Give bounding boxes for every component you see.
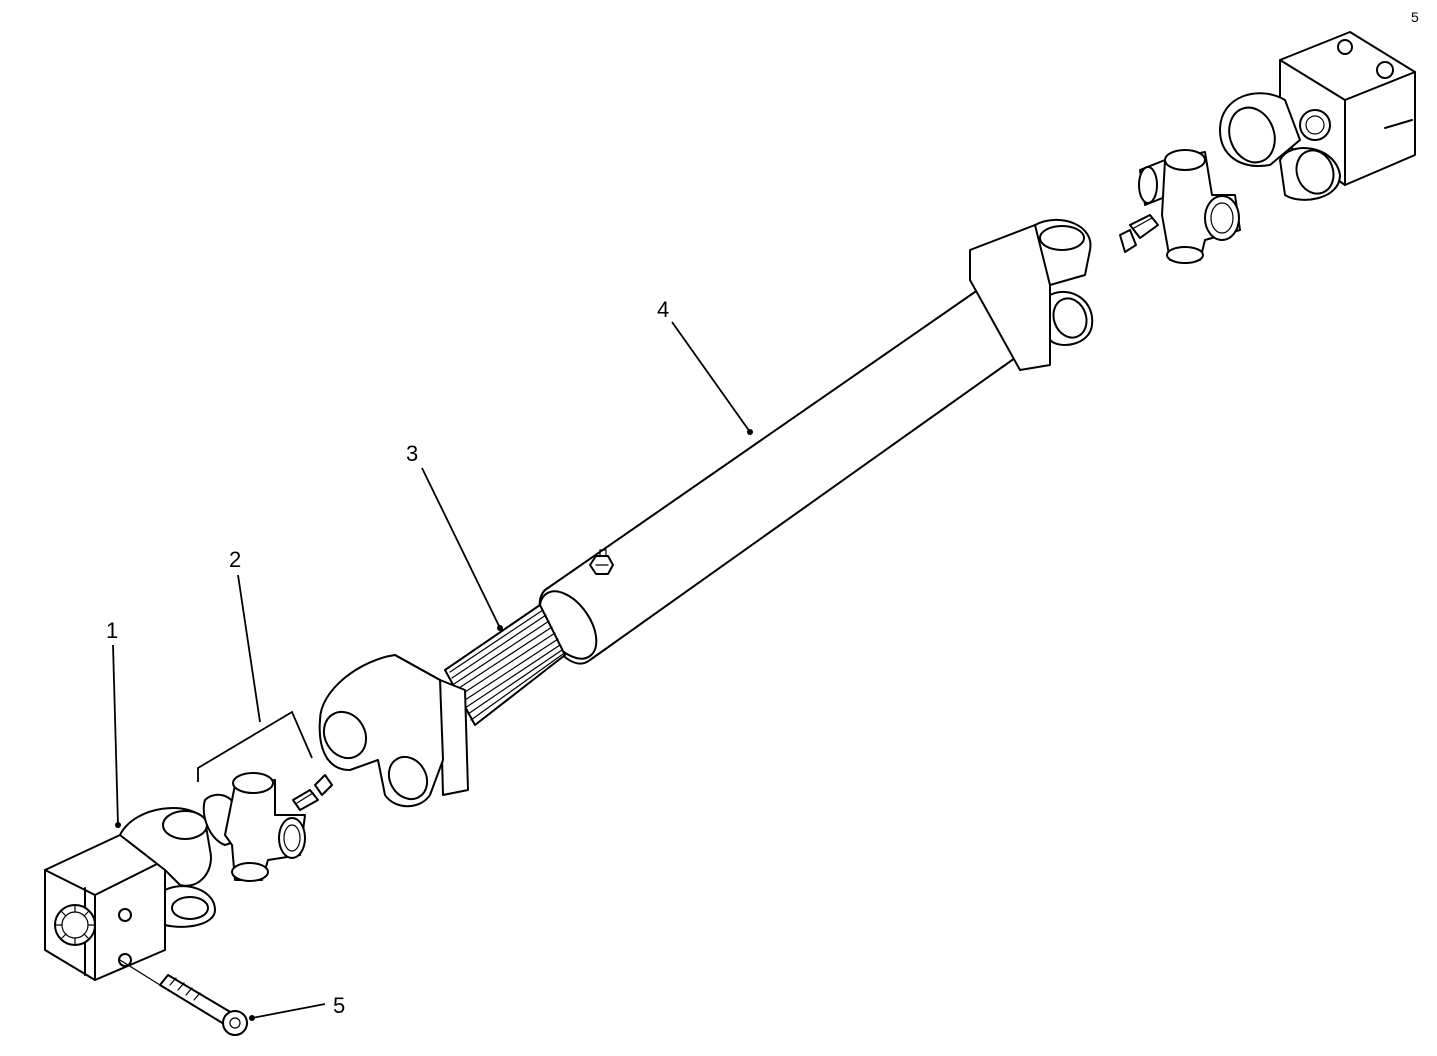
callout-2: 2 (197, 547, 313, 782)
left-end-yoke (44, 807, 216, 981)
callout-4: 4 (657, 297, 753, 435)
right-yoke-spline-bore (1299, 109, 1331, 141)
tube-weld-yoke (969, 218, 1094, 371)
right-end-yoke (1219, 31, 1416, 201)
right-universal-joint (1138, 149, 1241, 264)
callout-1: 1 (106, 618, 121, 828)
right-grease-fitting (1119, 214, 1159, 253)
callout-3-label: 3 (406, 441, 418, 466)
splined-shaft (444, 604, 566, 726)
left-grease-fitting (292, 774, 333, 811)
tube-grease-fitting (589, 549, 614, 575)
driveshaft-tube (538, 274, 1028, 665)
callout-5: 5 (249, 993, 345, 1021)
callout-3: 3 (406, 441, 503, 631)
slip-yoke (318, 654, 469, 808)
callout-1-label: 1 (106, 618, 118, 643)
callout-2-label: 2 (229, 547, 241, 572)
callout-5-label: 5 (333, 993, 345, 1018)
callout-4-label: 4 (657, 297, 669, 322)
cap-screw (119, 959, 248, 1036)
left-universal-joint (202, 772, 306, 882)
yoke-spline-bore (54, 904, 96, 946)
corner-mark: 5 (1411, 9, 1419, 25)
